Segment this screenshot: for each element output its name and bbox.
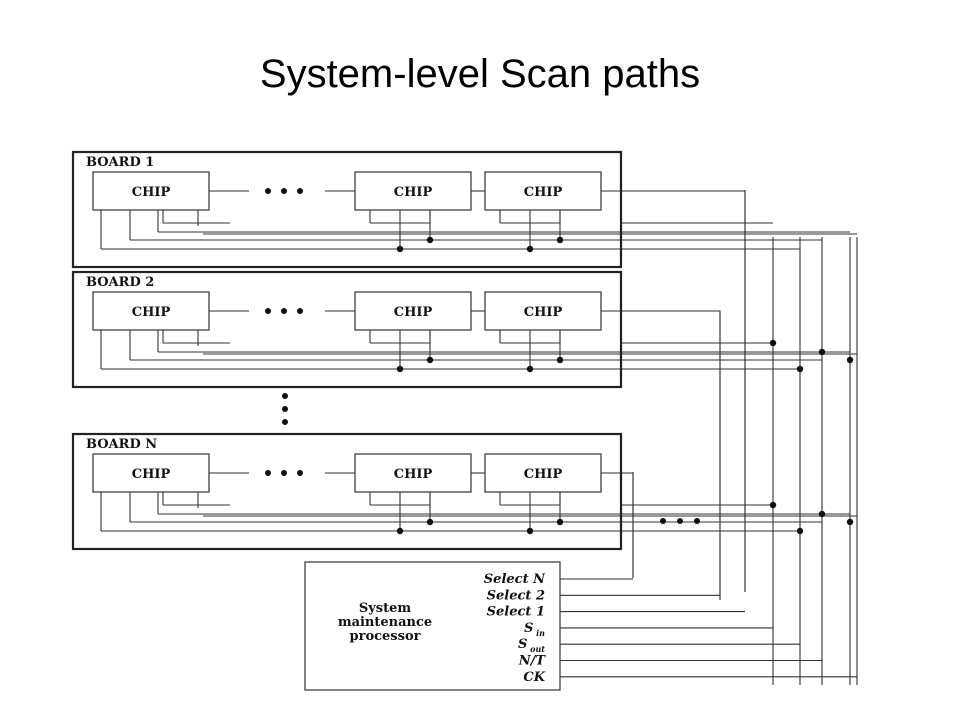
boards: BOARD 1 CHIP CHIP CHIP BOARD 2 CHIP CHIP CHIP BO… xyxy=(71,150,700,551)
chip-label: CHIP xyxy=(132,467,171,482)
junction-dot xyxy=(796,365,804,373)
chip-box xyxy=(92,291,210,331)
signal-label: Select 1 xyxy=(487,605,545,620)
junction-dot xyxy=(769,339,777,347)
junction-dot xyxy=(846,518,854,526)
junction-dot xyxy=(556,236,564,244)
junction-dot xyxy=(556,518,564,526)
junction-dot xyxy=(526,527,534,535)
chip-label: CHIP xyxy=(394,305,433,320)
ellipsis-dot xyxy=(297,470,303,476)
junction-dot xyxy=(556,356,564,364)
chip-box xyxy=(484,453,602,493)
junction-dot xyxy=(526,365,534,373)
ellipsis-dot xyxy=(297,188,303,194)
chip-box xyxy=(354,171,472,211)
scan-out-wire xyxy=(601,190,746,592)
board-frame xyxy=(71,150,623,269)
junction-dot xyxy=(426,518,434,526)
ellipsis-dot xyxy=(281,188,287,194)
scan-out-wire xyxy=(601,472,634,578)
chip-label: CHIP xyxy=(132,185,171,200)
ellipsis-dot xyxy=(660,518,666,524)
wiring xyxy=(100,190,858,685)
ellipsis-dot xyxy=(282,393,288,399)
board-label: BOARD N xyxy=(86,437,157,452)
ellipsis-dot xyxy=(677,518,683,524)
board-frame xyxy=(71,432,623,551)
junction-dot xyxy=(396,245,404,253)
ellipsis-dot xyxy=(297,308,303,314)
chip-label: CHIP xyxy=(394,467,433,482)
ellipsis-dot xyxy=(281,308,287,314)
chip-box xyxy=(484,291,602,331)
chip-label: CHIP xyxy=(132,305,171,320)
signal-label: CK xyxy=(523,670,545,685)
chip-box xyxy=(92,171,210,211)
ellipsis-dot xyxy=(265,188,271,194)
ellipsis-dot xyxy=(265,308,271,314)
chip-label: CHIP xyxy=(524,467,563,482)
chip-box xyxy=(92,453,210,493)
signal-label: Select 2 xyxy=(487,588,545,603)
signal-label: Select N xyxy=(484,572,546,587)
junction-dot xyxy=(818,510,826,518)
chip-label: CHIP xyxy=(524,305,563,320)
ellipsis-dot xyxy=(265,470,271,476)
junction-dot xyxy=(526,245,534,253)
signal-label: N/T xyxy=(518,654,547,669)
junction-dot xyxy=(818,348,826,356)
ellipsis-dot xyxy=(282,419,288,425)
chip-box xyxy=(354,291,472,331)
junction-dot xyxy=(426,356,434,364)
chip-label: CHIP xyxy=(394,185,433,200)
ellipsis-dot xyxy=(282,406,288,412)
processor-label: processor xyxy=(350,629,421,644)
page-title: System-level Scan paths xyxy=(259,52,701,96)
junction-dots xyxy=(396,236,854,535)
board-label: BOARD 2 xyxy=(86,275,154,290)
junction-dot xyxy=(769,501,777,509)
chip-box xyxy=(484,171,602,211)
junction-dot xyxy=(846,356,854,364)
chip-label: CHIP xyxy=(524,185,563,200)
board-frame xyxy=(71,270,623,389)
processor-label: maintenance xyxy=(338,615,432,630)
processor-box xyxy=(304,561,561,691)
junction-dot xyxy=(396,527,404,535)
chip-box xyxy=(354,453,472,493)
junction-dot xyxy=(796,527,804,535)
junction-dot xyxy=(396,365,404,373)
ellipsis-dot xyxy=(694,518,700,524)
processor-label: System xyxy=(359,601,412,616)
junction-dot xyxy=(426,236,434,244)
ellipsis-dot xyxy=(281,470,287,476)
board-label: BOARD 1 xyxy=(86,155,154,170)
